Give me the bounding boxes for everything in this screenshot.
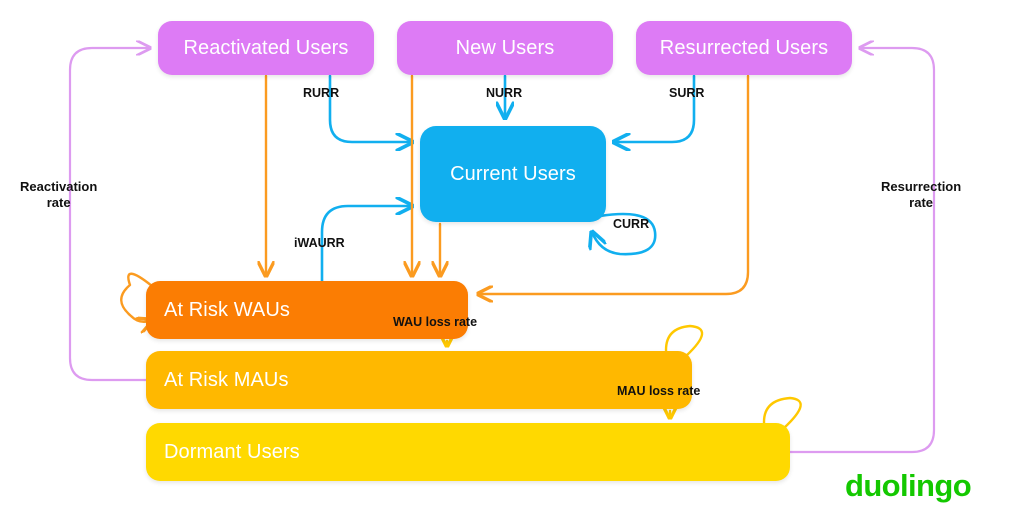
node-label: New Users xyxy=(455,37,555,59)
rate-label-resurrection-rate: Resurrection rate xyxy=(881,179,961,210)
node-new-users[interactable]: New Users xyxy=(397,21,613,75)
node-dormant-users[interactable]: Dormant Users xyxy=(146,423,790,481)
node-current-users[interactable]: Current Users xyxy=(420,126,606,222)
edge-reactivation-rate xyxy=(68,48,150,382)
node-at-risk-maus[interactable]: At Risk MAUs xyxy=(146,351,692,409)
rate-label-line-1: Resurrection xyxy=(881,179,962,194)
node-label: At Risk MAUs xyxy=(164,369,289,391)
node-label: Resurrected Users xyxy=(659,37,829,59)
duolingo-logo-wordmark: duolingo xyxy=(845,468,972,503)
node-resurrected-users[interactable]: Resurrected Users xyxy=(636,21,852,75)
node-label: Current Users xyxy=(450,163,576,185)
edge-resurrection-rate xyxy=(788,48,936,454)
edge-label-rurr: RURR xyxy=(303,86,340,100)
node-label: Dormant Users xyxy=(164,441,300,463)
rate-label-line-1: Reactivation xyxy=(20,179,98,194)
edge-label-nurr: NURR xyxy=(486,86,523,100)
rate-label-line-2: rate xyxy=(46,194,71,210)
node-label: Reactivated Users xyxy=(183,37,349,59)
edge-label-iwaurr: iWAURR xyxy=(294,236,345,250)
edge-rurr xyxy=(328,74,412,142)
edge-label-wau-loss-rate: WAU loss rate xyxy=(393,315,478,329)
rate-label-reactivation-rate: Reactivation rate xyxy=(20,179,97,210)
node-reactivated-users[interactable]: Reactivated Users xyxy=(158,21,374,75)
edge-label-surr: SURR xyxy=(669,86,705,100)
node-label: At Risk WAUs xyxy=(164,299,291,321)
edge-label-mau-loss-rate: MAU loss rate xyxy=(617,384,701,398)
edge-label-curr: CURR xyxy=(613,217,650,231)
node-at-risk-waus[interactable]: At Risk WAUs xyxy=(146,281,468,339)
rate-label-line-2: rate xyxy=(909,194,934,210)
